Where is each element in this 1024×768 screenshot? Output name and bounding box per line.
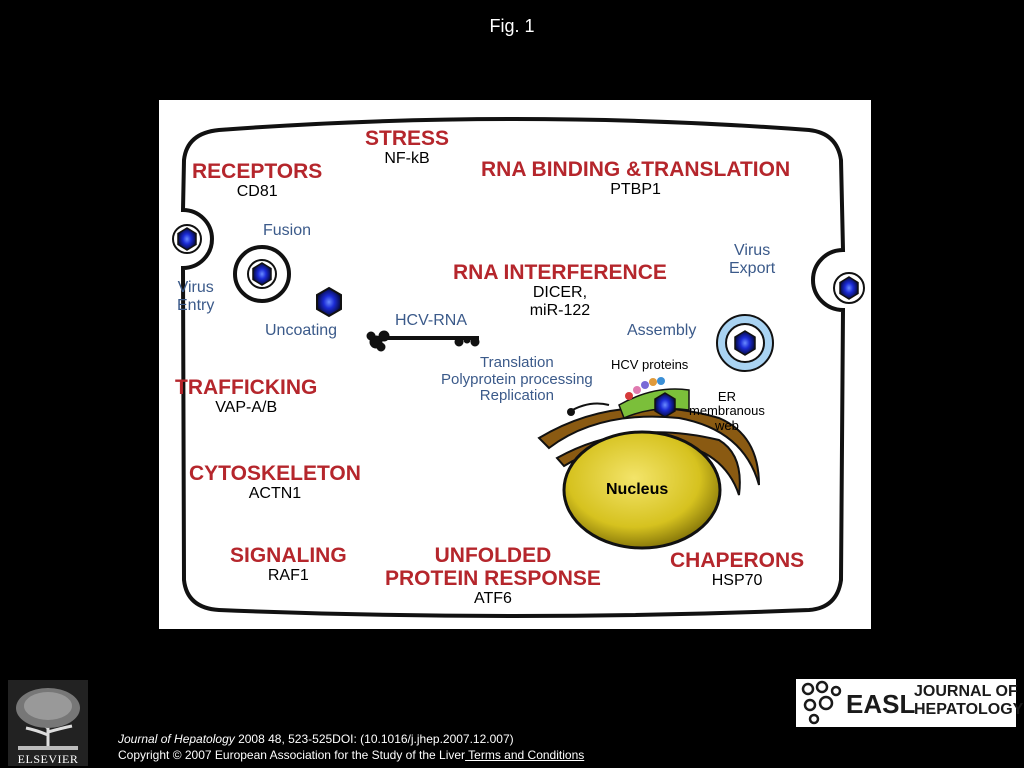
receptors-sub: CD81 [236, 183, 278, 201]
copyright-line: Copyright © 2007 European Association fo… [118, 748, 466, 762]
chaperons-label: CHAPERONS HSP70 [670, 549, 804, 590]
elsevier-tree-logo-icon [8, 680, 88, 766]
easl-dots-icon [801, 680, 842, 725]
easl-wordmark: EASL [846, 689, 916, 719]
hcv-rna-label: HCV-RNA [395, 312, 468, 329]
receptors-title: RECEPTORS [192, 160, 323, 183]
uncoating-capsid-icon [316, 286, 342, 318]
assembly-vesicle-icon [716, 314, 774, 372]
journal-wordmark: JOURNAL OF HEPATOLOGY [914, 683, 1023, 720]
fusion-vesicle-icon [233, 245, 291, 303]
signaling-sub: RAF1 [267, 567, 309, 585]
upr-sub: ATF6 [473, 590, 512, 608]
chaperons-title: CHAPERONS [670, 549, 805, 572]
upr-title-line2: PROTEIN RESPONSE [385, 567, 601, 591]
rna-interference-sub1: DICER, [532, 284, 588, 302]
er-web-line1: ER [717, 389, 736, 404]
entering-virion-icon [172, 224, 202, 254]
trafficking-sub: VAP-A/B [215, 399, 278, 417]
journal-wordmark-line1: JOURNAL OF [914, 683, 1018, 700]
cytoskeleton-sub: ACTN1 [248, 485, 302, 503]
stress-title: STRESS [365, 127, 450, 150]
fusion-label: Fusion [263, 222, 312, 239]
upr-title-line1: UNFOLDED [434, 544, 552, 567]
figure-title: Fig. 1 [489, 16, 535, 36]
nucleus-label: Nucleus [606, 481, 669, 498]
trafficking-label: TRAFFICKING VAP-A/B [175, 376, 317, 417]
replication-line: Replication [479, 387, 554, 404]
easl-journal-logo: EASL JOURNAL OF HEPATOLOGY [796, 679, 1023, 727]
rna-interference-label: RNA INTERFERENCE DICER, miR-122 [453, 261, 667, 319]
signaling-title: SIGNALING [230, 544, 347, 567]
rna-interference-title: RNA INTERFERENCE [453, 261, 667, 284]
polyprotein-line: Polyprotein processing [441, 370, 593, 388]
rna-binding-label: RNA BINDING &TRANSLATION PTBP1 [481, 158, 790, 199]
virus-entry-line1: Virus [177, 279, 214, 296]
citation-text: Journal of Hepatology 2008 48, 523-525DO… [118, 732, 514, 746]
virus-entry-label: Virus Entry [177, 279, 214, 314]
rna-interference-sub2: miR-122 [529, 301, 591, 319]
hcv-proteins-label: HCV proteins [611, 357, 689, 372]
translation-line: Translation [480, 354, 554, 371]
terms-and-conditions-link[interactable]: Terms and Conditions [465, 748, 585, 762]
journal-name: Journal of Hepatology [118, 732, 235, 746]
virus-export-line2: Export [729, 259, 776, 277]
chaperons-sub: HSP70 [711, 572, 763, 590]
rna-binding-sub: PTBP1 [610, 181, 661, 199]
elsevier-wordmark: ELSEVIER [17, 752, 79, 766]
journal-wordmark-line2: HEPATOLOGY [914, 701, 1024, 719]
receptors-label: RECEPTORS CD81 [192, 160, 322, 201]
uncoating-label: Uncoating [265, 322, 338, 339]
exiting-virion-icon [833, 272, 865, 304]
trafficking-title: TRAFFICKING [175, 376, 318, 399]
replication-complex-icon [567, 377, 690, 419]
cytoskeleton-title: CYTOSKELETON [189, 462, 361, 485]
cytoskeleton-label: CYTOSKELETON ACTN1 [189, 462, 361, 503]
virus-export-label: Virus Export [729, 242, 775, 277]
er-web-line2: membranous [689, 403, 765, 419]
nucleus-icon [562, 430, 722, 550]
upr-label: UNFOLDED PROTEIN RESPONSE ATF6 [385, 544, 601, 608]
stress-sub: NF-kB [384, 150, 430, 168]
assembly-label: Assembly [627, 322, 697, 339]
signaling-label: SIGNALING RAF1 [230, 544, 347, 585]
hcv-rna-icon [366, 330, 480, 352]
er-web-label: ER membranous web [689, 389, 765, 433]
cell-membrane [180, 117, 846, 618]
hcv-lifecycle-diagram: STRESS NF-kB RECEPTORS CD81 RNA BINDING … [159, 100, 871, 629]
er-web-line3: web [715, 417, 739, 433]
processes-label: Translation Polyprotein processing Repli… [441, 354, 593, 405]
copyright-text: Copyright © 2007 European Association fo… [118, 748, 584, 762]
stress-label: STRESS NF-kB [365, 127, 449, 168]
rna-binding-title: RNA BINDING &TRANSLATION [481, 158, 791, 181]
citation-details: 2008 48, 523-525DOI: (10.1016/j.jhep.200… [234, 732, 514, 746]
virus-entry-line2: Entry [177, 296, 215, 314]
virus-export-line1: Virus [734, 242, 771, 259]
cell-illustration [172, 117, 865, 618]
